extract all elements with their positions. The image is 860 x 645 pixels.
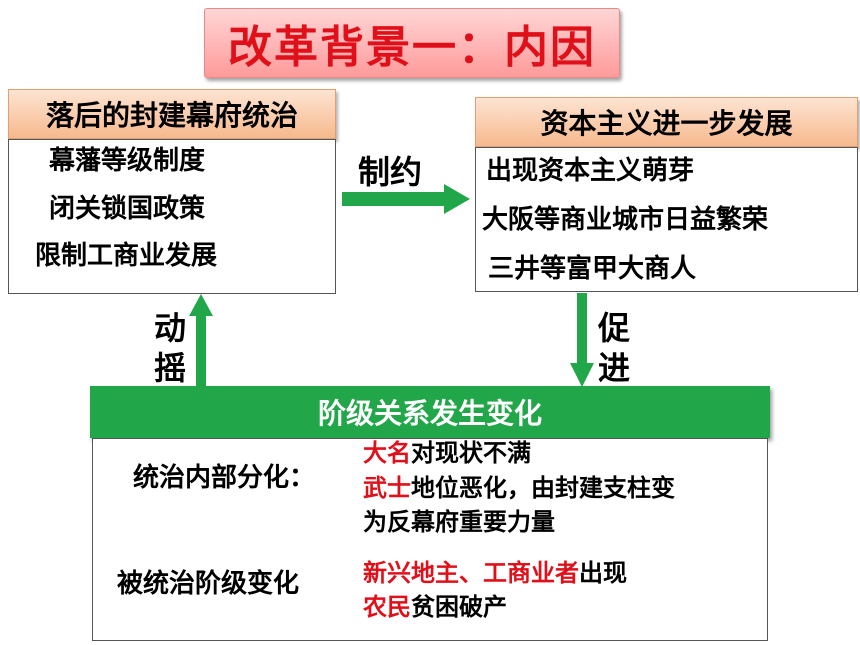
- left-item-1: 幕藩等级制度: [49, 146, 206, 176]
- ruled-line-1: 新兴地主、工商业者出现: [363, 559, 627, 587]
- ruling-label: 统治内部分化：: [133, 463, 316, 493]
- right-item-3: 三井等富甲大商人: [488, 254, 697, 284]
- bottom-header: 阶级关系发生变化: [90, 386, 770, 438]
- restrict-label: 制约: [358, 153, 423, 191]
- left-content-box: 幕藩等级制度 闭关锁国政策 限制工商业发展: [8, 139, 336, 294]
- left-item-2: 闭关锁国政策: [49, 194, 206, 224]
- shake-label-2: 摇: [154, 349, 187, 387]
- ruling-line-3: 为反幕府重要力量: [363, 508, 555, 536]
- shake-arrow-icon: [189, 294, 213, 386]
- left-item-3: 限制工商业发展: [35, 241, 218, 271]
- restrict-arrow-icon: [342, 184, 470, 214]
- right-item-1: 出现资本主义萌芽: [486, 156, 695, 186]
- page-title: 改革背景一：内因: [228, 22, 596, 73]
- promote-label-2: 进: [598, 349, 631, 387]
- title-box: 改革背景一：内因: [204, 8, 620, 78]
- ruling-line-2: 武士地位恶化，由封建支柱变: [363, 474, 675, 502]
- ruled-label: 被统治阶级变化: [117, 569, 300, 599]
- bottom-content-box: 统治内部分化： 大名对现状不满 武士地位恶化，由封建支柱变 为反幕府重要力量 被…: [92, 438, 768, 641]
- ruling-line-1: 大名对现状不满: [363, 439, 531, 467]
- promote-label-1: 促: [598, 309, 631, 347]
- right-header: 资本主义进一步发展: [475, 97, 858, 147]
- shake-label-1: 动: [154, 309, 187, 347]
- right-item-2: 大阪等商业城市日益繁荣: [482, 205, 769, 235]
- right-content-box: 出现资本主义萌芽 大阪等商业城市日益繁荣 三井等富甲大商人: [475, 147, 858, 292]
- left-header: 落后的封建幕府统治: [8, 89, 336, 139]
- ruled-line-2: 农民贫困破产: [363, 593, 507, 621]
- promote-arrow-icon: [570, 293, 594, 387]
